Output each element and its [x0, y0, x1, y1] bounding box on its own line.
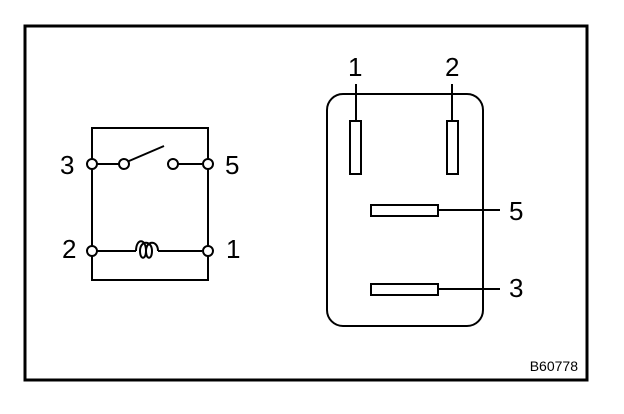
blade-terminal-5 — [370, 204, 439, 217]
relay-connector: 1 2 5 3 — [326, 52, 523, 327]
outer-frame — [23, 24, 589, 382]
switch-contact-arm — [128, 145, 165, 162]
schematic-pin-label-bottom-left: 2 — [62, 234, 76, 264]
schematic-pin-label-top-right: 5 — [225, 150, 239, 180]
schematic-box — [91, 127, 209, 281]
connector-pin-label-top-right: 2 — [445, 52, 459, 82]
coil-symbol — [135, 240, 159, 259]
switch-contact-right — [167, 158, 179, 170]
blade-terminal-3 — [370, 283, 439, 296]
terminal-1 — [202, 245, 214, 257]
blade-terminal-2 — [446, 120, 459, 175]
switch-contact-left — [118, 158, 130, 170]
terminal-2 — [86, 245, 98, 257]
connector-pin-label-top-left: 1 — [348, 52, 362, 82]
schematic-pin-label-top-left: 3 — [60, 150, 74, 180]
relay-schematic: 3 5 2 1 — [60, 127, 240, 281]
connector-pin-label-middle-right: 5 — [509, 196, 523, 226]
terminal-5 — [202, 158, 214, 170]
blade-terminal-1 — [349, 120, 362, 175]
connector-pin-label-bottom-right: 3 — [509, 273, 523, 303]
schematic-pin-label-bottom-right: 1 — [226, 234, 240, 264]
terminal-3 — [86, 158, 98, 170]
reference-code: B60778 — [530, 358, 578, 374]
